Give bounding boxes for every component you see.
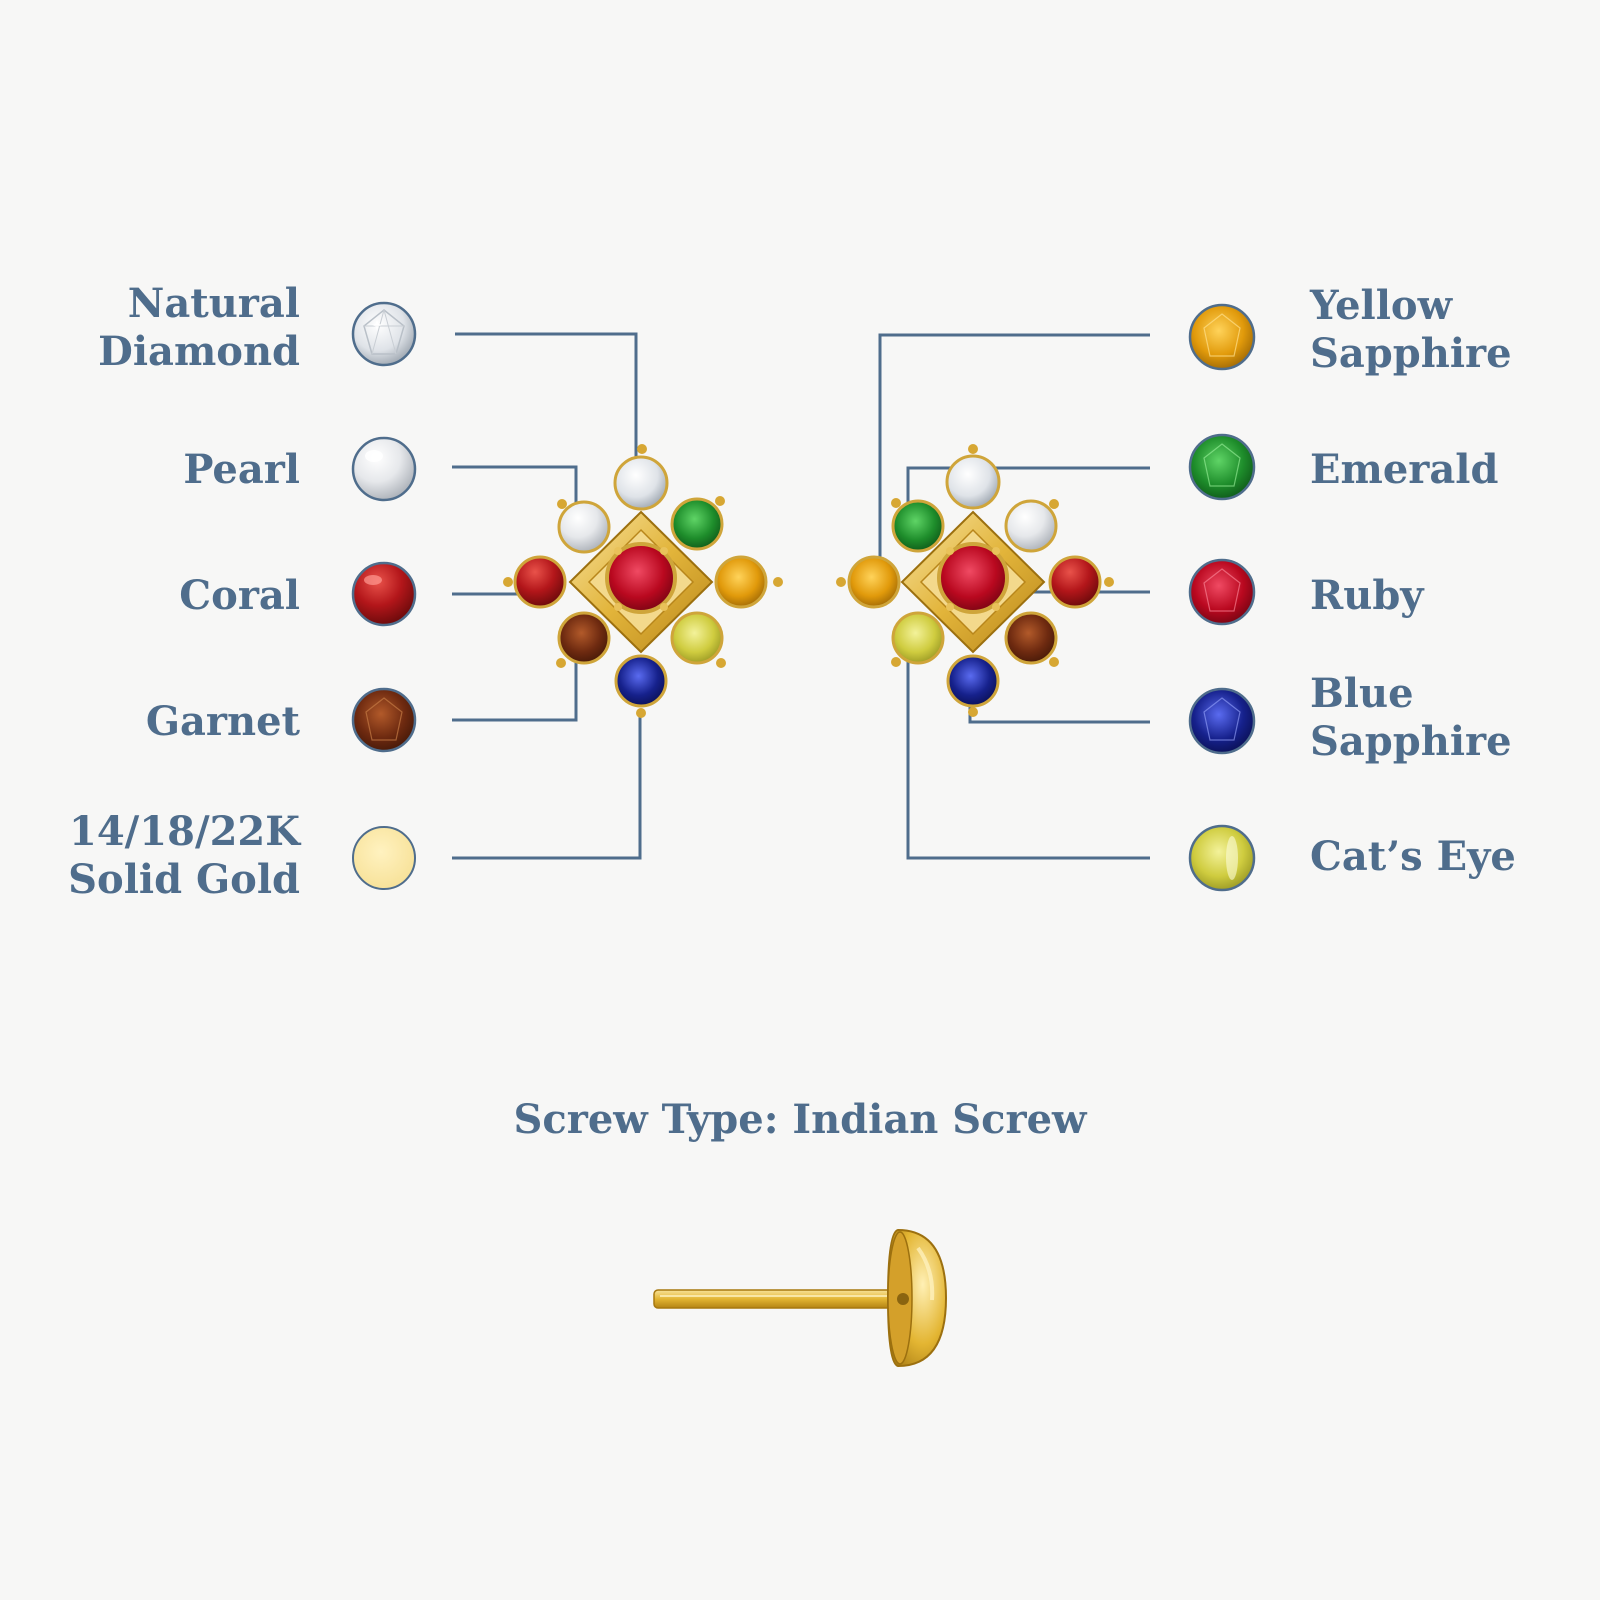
leader-line-blue-sapphire bbox=[968, 690, 1150, 724]
right-earring-icon bbox=[836, 444, 1114, 717]
diamond-icon bbox=[351, 301, 417, 367]
emerald-icon bbox=[1188, 433, 1256, 501]
cats-eye-icon bbox=[1188, 824, 1256, 892]
yellow-sapphire-icon bbox=[1188, 303, 1256, 371]
indian-screw-icon bbox=[653, 1228, 948, 1368]
pearl-icon bbox=[351, 436, 417, 502]
leader-line-diamond bbox=[455, 332, 638, 480]
label-emerald: Emerald bbox=[1310, 446, 1499, 493]
label-pearl: Pearl bbox=[183, 446, 300, 493]
ruby-icon bbox=[1188, 558, 1256, 626]
label-ruby: Ruby bbox=[1310, 572, 1424, 619]
leader-line-cats-eye bbox=[906, 646, 1150, 860]
left-earring-icon bbox=[503, 444, 783, 718]
leader-lines bbox=[452, 332, 1150, 860]
coral-icon bbox=[351, 561, 417, 627]
leader-line-garnet bbox=[452, 652, 578, 722]
label-cats-eye: Cat’s Eye bbox=[1310, 833, 1516, 880]
screw-type-title: Screw Type: Indian Screw bbox=[513, 1096, 1087, 1143]
leader-line-pearl bbox=[452, 465, 578, 516]
label-coral: Coral bbox=[179, 572, 300, 619]
leader-line-emerald bbox=[906, 466, 1150, 515]
leader-line-gold bbox=[452, 712, 642, 860]
label-garnet: Garnet bbox=[145, 698, 300, 745]
leader-line-yellow-sapphire bbox=[878, 333, 1150, 590]
garnet-icon bbox=[351, 687, 417, 753]
gold-swatch-icon bbox=[352, 826, 416, 890]
blue-sapphire-icon bbox=[1188, 687, 1256, 755]
